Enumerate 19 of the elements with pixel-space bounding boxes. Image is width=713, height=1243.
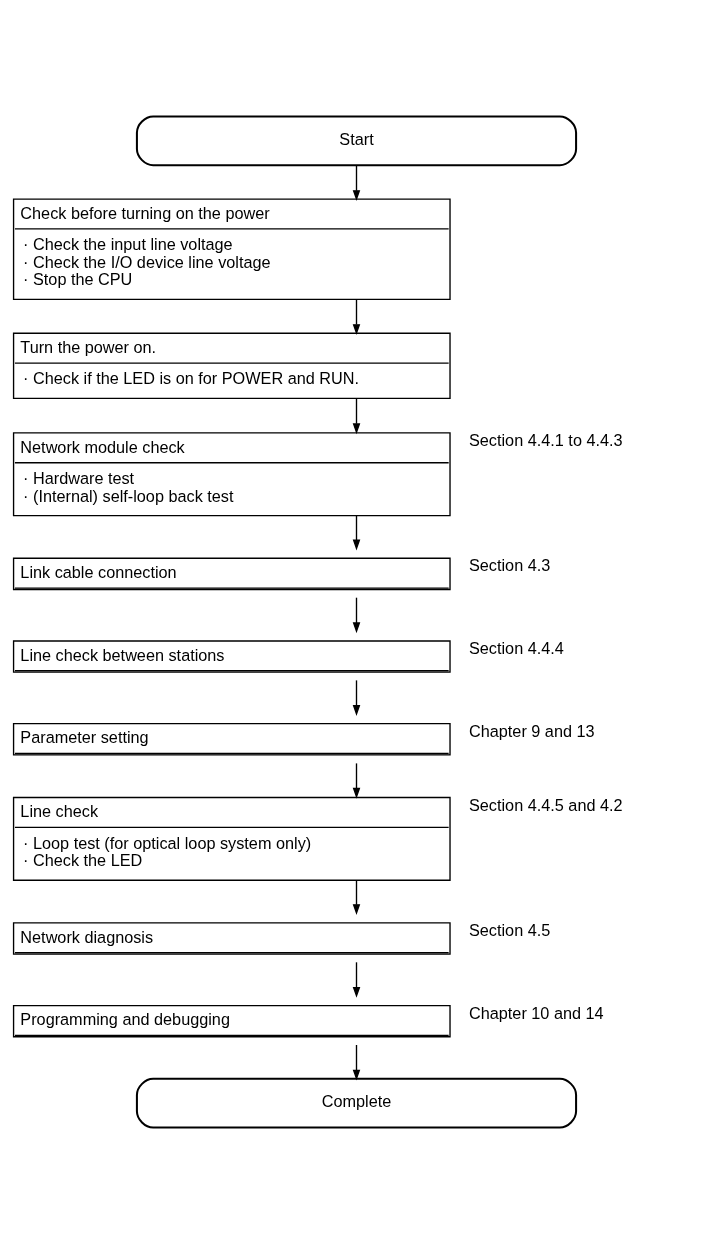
- arrow: [352, 1043, 361, 1081]
- arrow: [352, 397, 361, 434]
- node-label: Chapter 10 and 14: [469, 1003, 604, 1022]
- arrow: [352, 298, 361, 335]
- arrow: [352, 961, 361, 998]
- node-label: Section 4.4.1 to 4.4.3: [469, 430, 623, 449]
- node-box: Start: [135, 114, 578, 166]
- arrow: [352, 762, 361, 799]
- arrow: [352, 514, 361, 550]
- node-label: Section 4.5: [469, 920, 551, 939]
- node-label: Chapter 9 and 13: [469, 721, 595, 740]
- arrow: [352, 679, 361, 716]
- node-label: Section 4.3: [469, 555, 551, 574]
- arrow: [352, 878, 361, 915]
- arrow: [352, 596, 361, 633]
- node-label: Section 4.4.4: [469, 638, 564, 657]
- arrow: [352, 164, 361, 201]
- node-label: Section 4.4.5 and 4.2: [469, 795, 623, 814]
- node-box: Complete: [135, 1077, 578, 1129]
